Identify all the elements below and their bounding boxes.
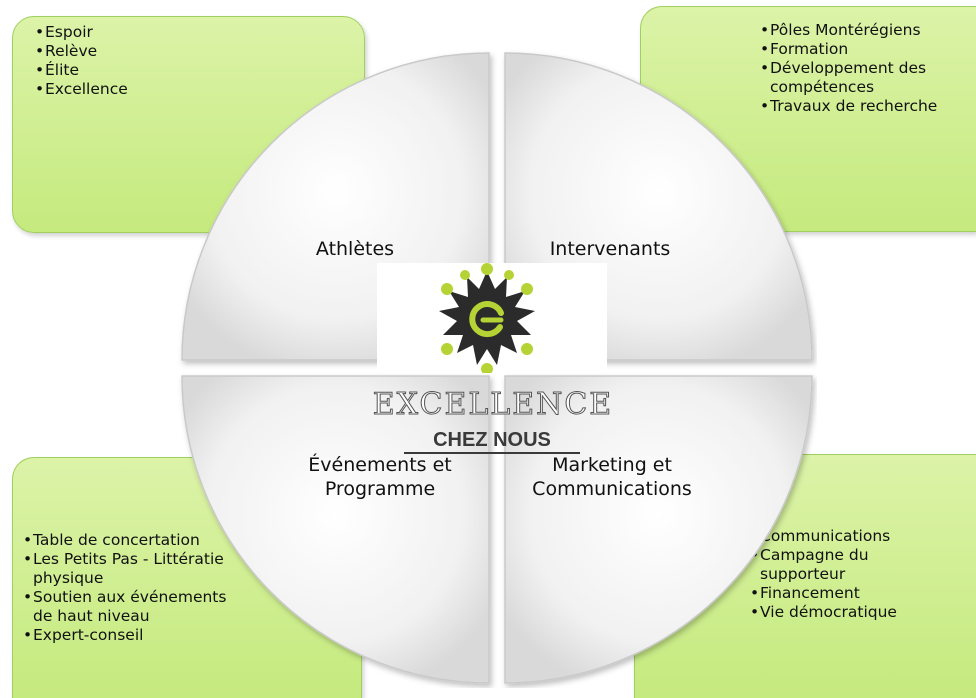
list-item: Table de concertation [23,531,248,550]
list-item: Excellence [35,80,128,99]
list-item: Relève [35,42,128,61]
list-item: Travaux de recherche [760,97,976,116]
list-item: Élite [35,61,128,80]
quadrant-label-marketing: Marketing et Communications [512,453,712,501]
list-item: Pôles Montérégiens [760,21,976,40]
quadrant-label-line: Communications [532,478,692,500]
excellence-logo [377,263,607,375]
logo-tagline: CHEZ NOUS [404,428,580,454]
list-item: Développement des compétences [760,59,976,97]
logo-wordmark: EXCELLENCE [372,387,614,422]
list-item: Formation [760,40,976,59]
list-item: Soutien aux événements de haut niveau [23,588,248,626]
list-item: Financement [750,584,910,603]
list-item: Les Petits Pas - Littératie physique [23,550,233,588]
quadrant-label-athletes: Athlètes [315,238,395,260]
wheel-segment-evenements [181,375,490,684]
list-item: Espoir [35,23,128,42]
quadrant-label-line: Événements et [308,454,452,476]
list-item: Expert-conseil [23,626,248,645]
quadrant-label-evenements: Événements et Programme [290,453,470,501]
quadrant-label-line: Programme [324,478,436,500]
sun-emblem-icon [439,263,535,375]
quadrant-label-intervenants: Intervenants [549,238,671,260]
quadrant-label-line: Marketing et [552,454,672,476]
list-item: Vie démocratique [750,603,910,622]
wheel-segment-marketing [504,375,813,684]
